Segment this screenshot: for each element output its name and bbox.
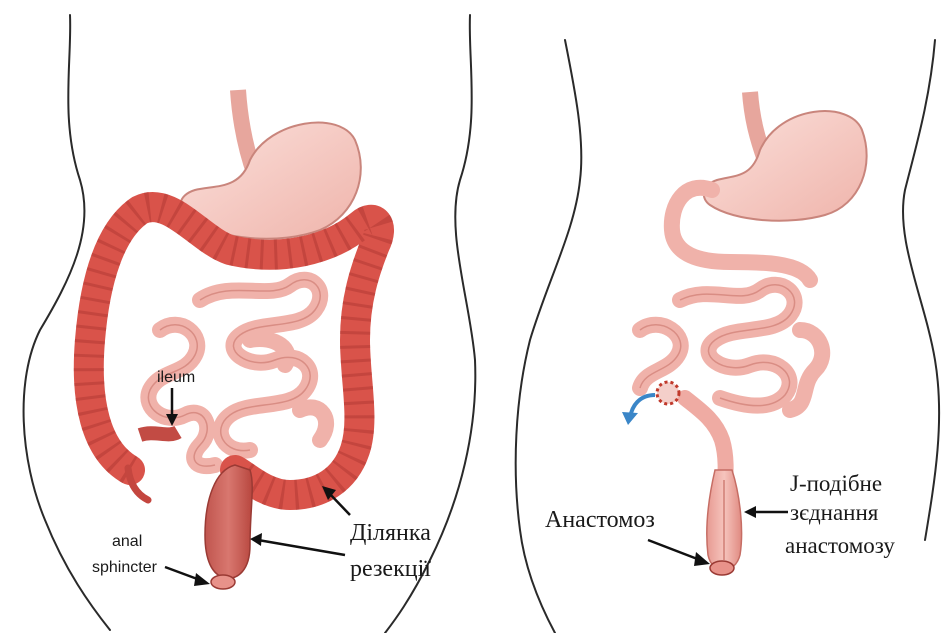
anastomosis-arrow xyxy=(648,540,700,560)
resection-arrow-rectum-head xyxy=(250,533,262,546)
anal-sphincter-label-line1: anal xyxy=(112,533,142,550)
right-body-outline-right xyxy=(903,40,939,540)
left-panel: ileum anal sphincter Ділянка резекції xyxy=(24,15,476,633)
j-pouch-arrow-head xyxy=(744,506,756,518)
anal-sphincter-label-line2: sphincter xyxy=(92,559,158,576)
right-anal-sphincter xyxy=(710,561,734,575)
resection-label-line1: Ділянка xyxy=(350,520,431,546)
right-panel: Анастомоз J-подібне зєднання анастомозу xyxy=(516,40,939,633)
left-anal-sphincter xyxy=(211,575,235,589)
anal-sphincter-arrow-head xyxy=(194,573,210,586)
anal-sphincter-arrow xyxy=(165,567,200,580)
resection-label-line2: резекції xyxy=(350,556,431,582)
left-rectum xyxy=(205,465,252,578)
left-ileum-segment xyxy=(140,432,178,435)
j-pouch-label-line2: зєднання xyxy=(790,500,879,525)
j-pouch-label-line3: анастомозу xyxy=(785,533,895,558)
anastomosis-site xyxy=(657,382,679,404)
j-pouch-label-line1: J-подібне xyxy=(790,471,882,496)
right-body-outline-left xyxy=(516,40,582,633)
blue-arrow-head xyxy=(622,412,638,425)
anastomosis-label: Анастомоз xyxy=(545,507,655,533)
resection-arrow-rectum xyxy=(258,540,345,555)
ileum-label: ileum xyxy=(157,369,195,386)
right-stomach xyxy=(704,111,867,221)
